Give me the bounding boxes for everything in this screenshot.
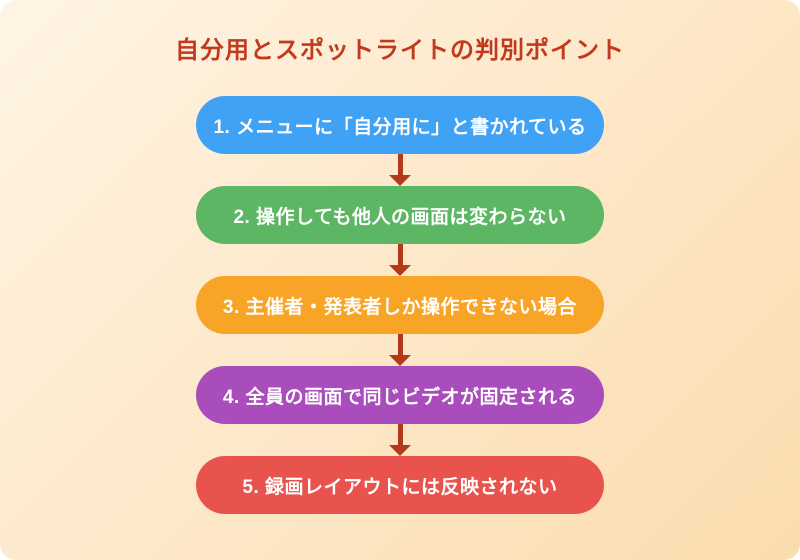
arrow-down-icon xyxy=(389,424,411,456)
arrow-stem xyxy=(397,424,403,445)
arrow-head xyxy=(389,265,411,276)
arrow-head xyxy=(389,355,411,366)
flow-step-3: 3. 主催者・発表者しか操作できない場合 xyxy=(196,276,604,334)
flowchart: 1. メニューに「自分用に」と書かれている 2. 操作しても他人の画面は変わらな… xyxy=(0,96,800,514)
arrow-head xyxy=(389,445,411,456)
flow-step-2: 2. 操作しても他人の画面は変わらない xyxy=(196,186,604,244)
flow-step-1-label: 1. メニューに「自分用に」と書かれている xyxy=(213,116,587,138)
page-title: 自分用とスポットライトの判別ポイント xyxy=(175,37,625,64)
flow-step-5: 5. 録画レイアウトには反映されない xyxy=(196,456,604,514)
flow-step-2-label: 2. 操作しても他人の画面は変わらない xyxy=(233,206,567,228)
arrow-down-icon xyxy=(389,244,411,276)
arrow-down-icon xyxy=(389,334,411,366)
arrow-stem xyxy=(397,154,403,175)
flow-step-1: 1. メニューに「自分用に」と書かれている xyxy=(196,96,604,154)
arrow-head xyxy=(389,175,411,186)
arrow-stem xyxy=(397,244,403,265)
arrow-stem xyxy=(397,334,403,355)
flow-step-5-label: 5. 録画レイアウトには反映されない xyxy=(242,476,558,498)
flow-step-3-label: 3. 主催者・発表者しか操作できない場合 xyxy=(222,296,578,318)
flow-step-4-label: 4. 全員の画面で同じビデオが固定される xyxy=(222,386,578,408)
arrow-down-icon xyxy=(389,154,411,186)
flow-step-4: 4. 全員の画面で同じビデオが固定される xyxy=(196,366,604,424)
